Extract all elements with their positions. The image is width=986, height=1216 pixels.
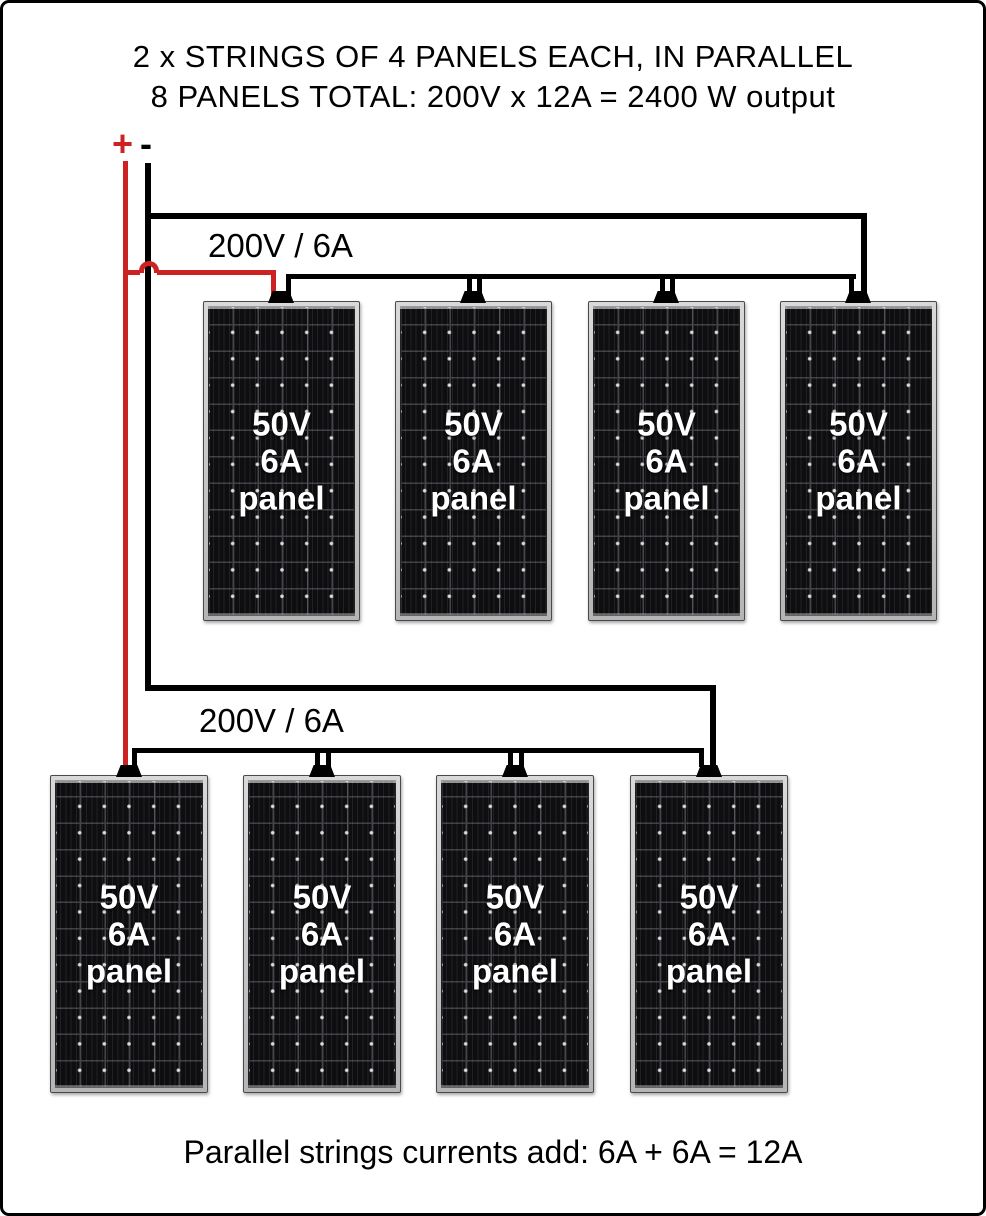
diagram-title: 2 x STRINGS OF 4 PANELS EACH, IN PARALLE… <box>3 37 983 117</box>
panel-current: 6A <box>687 915 731 953</box>
panel-terminal <box>268 291 294 303</box>
panel-current: 6A <box>300 915 344 953</box>
panel-terminal <box>653 291 679 303</box>
string1-stub-p2-left <box>467 274 472 295</box>
panel-terminal <box>460 291 486 303</box>
string2-return-wire-vertical <box>710 685 716 767</box>
panel-word: panel <box>471 952 559 990</box>
string1-return-wire-horizontal <box>145 213 867 219</box>
string1-positive-wire-b <box>157 270 276 275</box>
output-terminal-labels: +- <box>112 126 152 162</box>
panel-voltage: 50V <box>252 405 311 443</box>
panel-word: panel <box>623 479 710 517</box>
string1-series-wire <box>286 274 856 279</box>
panel-current: 6A <box>645 442 688 480</box>
string2-stub-p3-left <box>508 748 513 767</box>
panel-label: 50V 6A panel <box>55 879 203 990</box>
title-line-2: 8 PANELS TOTAL: 200V x 12A = 2400 W outp… <box>150 79 836 114</box>
string2-stub-p4 <box>699 748 704 767</box>
panel-label: 50V 6A panel <box>400 406 547 517</box>
string2-stub-p2-left <box>315 748 320 767</box>
string1-positive-stub <box>271 270 276 295</box>
string1-stub-p4 <box>849 274 854 295</box>
panel-terminal <box>502 765 528 777</box>
solar-panel-string1-3: 50V 6A panel <box>588 301 745 621</box>
solar-panel-string1-1: 50V 6A panel <box>203 301 360 621</box>
string2-stub-p3-right <box>519 748 524 767</box>
panel-terminal <box>309 765 335 777</box>
solar-panel-string1-2: 50V 6A panel <box>395 301 552 621</box>
solar-panel-string2-4: 50V 6A panel <box>630 775 788 1093</box>
negative-terminal-label: - <box>140 123 153 164</box>
panel-voltage: 50V <box>829 405 888 443</box>
panel-word: panel <box>238 479 325 517</box>
panel-terminal <box>116 765 142 777</box>
string1-stub-p1 <box>286 274 291 295</box>
panel-cells: 50V 6A panel <box>248 780 396 1088</box>
string1-positive-wire-a <box>123 270 140 275</box>
panel-terminal <box>845 291 871 303</box>
panel-word: panel <box>665 952 753 990</box>
panel-terminal <box>696 765 722 777</box>
panel-cells: 50V 6A panel <box>593 306 740 616</box>
panel-current: 6A <box>493 915 537 953</box>
panel-voltage: 50V <box>485 878 545 916</box>
panel-label: 50V 6A panel <box>208 406 355 517</box>
panel-current: 6A <box>260 442 303 480</box>
wire-crossover-hop <box>139 261 159 273</box>
panel-word: panel <box>815 479 902 517</box>
panel-label: 50V 6A panel <box>441 879 589 990</box>
panel-voltage: 50V <box>637 405 696 443</box>
string2-stub-p2-right <box>326 748 331 767</box>
panel-voltage: 50V <box>99 878 159 916</box>
panel-cells: 50V 6A panel <box>208 306 355 616</box>
string1-stub-p3-right <box>670 274 675 295</box>
positive-terminal-label: + <box>112 123 134 164</box>
panel-current: 6A <box>452 442 495 480</box>
solar-panel-string2-3: 50V 6A panel <box>436 775 594 1093</box>
panel-voltage: 50V <box>292 878 352 916</box>
panel-voltage: 50V <box>444 405 503 443</box>
string2-stub-p1 <box>132 748 137 767</box>
string1-stub-p2-right <box>477 274 482 295</box>
panel-voltage: 50V <box>679 878 739 916</box>
solar-panel-string1-4: 50V 6A panel <box>780 301 937 621</box>
panel-cells: 50V 6A panel <box>441 780 589 1088</box>
title-line-1: 2 x STRINGS OF 4 PANELS EACH, IN PARALLE… <box>132 39 854 74</box>
panel-label: 50V 6A panel <box>785 406 932 517</box>
string1-stub-p3-left <box>660 274 665 295</box>
panel-word: panel <box>85 952 173 990</box>
negative-wire-vertical <box>145 163 151 691</box>
positive-wire-vertical <box>123 161 128 769</box>
string1-return-wire-vertical <box>861 213 867 295</box>
panel-current: 6A <box>837 442 880 480</box>
panel-label: 50V 6A panel <box>248 879 396 990</box>
panel-label: 50V 6A panel <box>593 406 740 517</box>
string2-series-wire <box>132 748 704 753</box>
solar-panel-string2-1: 50V 6A panel <box>50 775 208 1093</box>
panel-cells: 50V 6A panel <box>785 306 932 616</box>
panel-cells: 50V 6A panel <box>400 306 547 616</box>
panel-current: 6A <box>107 915 151 953</box>
solar-panel-string2-2: 50V 6A panel <box>243 775 401 1093</box>
panel-cells: 50V 6A panel <box>55 780 203 1088</box>
string2-return-wire-horizontal <box>145 685 716 691</box>
bottom-caption: Parallel strings currents add: 6A + 6A =… <box>183 1134 803 1170</box>
panel-label: 50V 6A panel <box>635 879 783 990</box>
string1-label: 200V / 6A <box>208 227 353 264</box>
panel-cells: 50V 6A panel <box>635 780 783 1088</box>
panel-word: panel <box>278 952 366 990</box>
panel-word: panel <box>430 479 517 517</box>
string2-label: 200V / 6A <box>199 702 344 739</box>
